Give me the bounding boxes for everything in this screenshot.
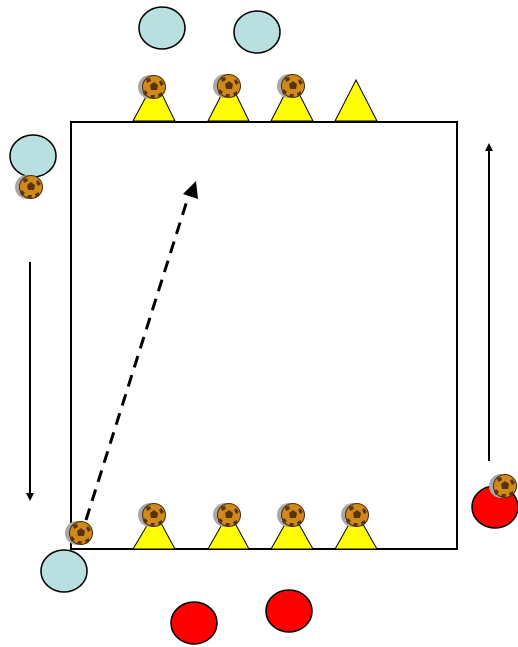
ball-top-2 — [212, 73, 241, 99]
cone-top-1 — [132, 78, 176, 122]
cone-bottom-4 — [334, 510, 378, 550]
ball-top-1 — [137, 74, 166, 100]
team-a-player-left — [9, 134, 57, 178]
pass-arrow-dashed — [84, 187, 193, 521]
team-a-player-top-right — [233, 10, 281, 54]
team-a-player-bottom-left — [40, 549, 88, 593]
cone-bottom-3 — [270, 510, 314, 550]
ball-bottom-left — [64, 520, 93, 546]
team-b-player-bottom-right — [265, 589, 313, 633]
ball-bottom-4 — [340, 502, 369, 528]
ball-top-3 — [276, 73, 305, 99]
team-b-player-bottom-left — [170, 601, 218, 645]
team-a-player-top-left — [138, 6, 186, 50]
ball-bottom-1 — [137, 502, 166, 528]
pass-arrow-head — [183, 181, 198, 199]
cone-top-2 — [207, 78, 250, 122]
ball-left — [14, 174, 43, 200]
ball-right — [488, 473, 517, 499]
cone-bottom-2 — [207, 510, 250, 550]
field-boundary — [70, 121, 458, 550]
ball-bottom-2 — [212, 502, 241, 528]
cone-top-4 — [334, 78, 378, 122]
cone-bottom-1 — [132, 510, 176, 550]
cone-top-3 — [270, 78, 314, 122]
ball-bottom-3 — [276, 502, 305, 528]
